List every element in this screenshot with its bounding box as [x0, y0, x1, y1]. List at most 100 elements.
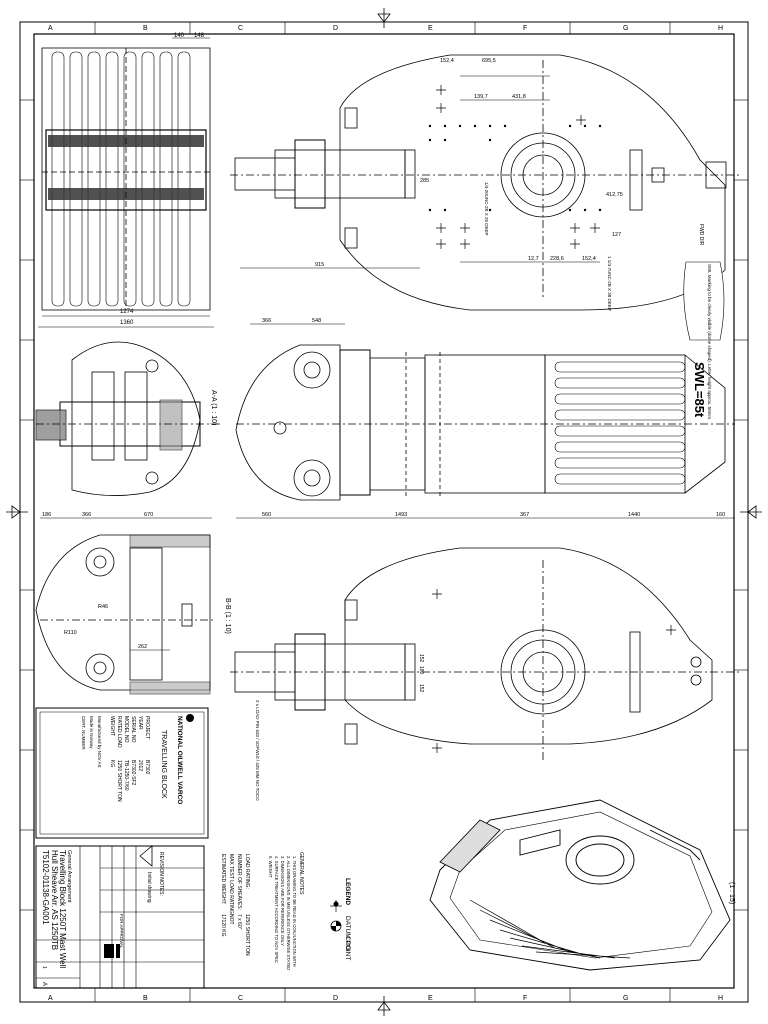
holes-note: 1 1/4-7UNC-2B X 38 DEEP	[607, 256, 612, 311]
warning-triangle-icon	[139, 845, 153, 867]
dim-915: 915	[315, 262, 324, 268]
title-line-3: Hull Sheave Arr. AS 1250TB	[50, 850, 59, 950]
grid-col-b: B	[143, 25, 148, 32]
dim-1360: 1360	[120, 320, 134, 326]
dim-152-4-a: 152,4	[440, 58, 454, 64]
body-dim-lines	[236, 323, 735, 519]
grid-col-c: C	[238, 25, 243, 32]
grid-col-g-bottom: G	[623, 995, 628, 1002]
dim-127: 127	[612, 232, 621, 238]
dim-1274: 1274	[120, 309, 134, 315]
grid-col-b-bottom: B	[143, 995, 148, 1002]
grid-col-h: H	[718, 25, 723, 32]
max-load-label: MAX TEST LOAD RATING:	[228, 854, 234, 915]
dim-560: 560	[262, 512, 271, 518]
grid-col-a: A	[48, 25, 53, 32]
grid-col-h-bottom: H	[718, 995, 723, 1002]
title-line-2: Travelling Block 1250T Mast Well	[58, 850, 67, 968]
load-pin-note: 2 x LOAD PIN 633 / 1DFW10 / 425 MM NO TO…	[255, 700, 260, 801]
hole-markers-upper	[436, 85, 600, 249]
dim-367: 367	[520, 512, 529, 518]
max-load-value: NOT	[228, 914, 234, 925]
dim-548: 548	[312, 318, 321, 324]
legend-cog: COG	[344, 936, 351, 951]
np-value-4: 1250 SHORT TON	[116, 760, 122, 802]
dim-228-6: 228,6	[550, 256, 564, 262]
revision-notes: REVISION NOTES: Initial drawing	[139, 845, 164, 903]
nov-logo-icon	[186, 714, 194, 722]
dim-152-4-b: 152,4	[582, 256, 596, 262]
dim-139-7: 139,7	[474, 94, 488, 100]
isometric-view	[429, 799, 731, 971]
revision-notes-text: Initial drawing	[146, 872, 152, 903]
np-label-2: SERIAL NO	[130, 716, 136, 743]
dim-152-b: 152	[418, 684, 424, 693]
centering-marks	[6, 8, 762, 1016]
np-cert: CERT. NUMBER	[81, 716, 86, 750]
dim-1493: 1493	[395, 512, 407, 518]
grid-col-e-bottom: E	[428, 995, 433, 1002]
grid-columns-top: A B C D E F G H	[48, 25, 723, 32]
nameplate-product: TRAVELLING BLOCK	[160, 730, 167, 799]
company-logo-block	[104, 944, 120, 958]
drawing-revision: A	[41, 982, 47, 986]
general-note-3: 3. DIMENSIONS ARE FOR REFERENCE ONLY	[280, 856, 285, 946]
side-view-upper-dims: 152,4 695,5 139,7 431,8 915 285 12,7 228…	[315, 58, 623, 268]
title-line-1: General Arrangement	[66, 850, 72, 903]
np-maker: Manufactured by NOV AS	[97, 716, 102, 768]
grid-columns-bottom: A B C D E F G H	[48, 995, 723, 1002]
load-rating-label: LOAD RATING:	[244, 854, 250, 889]
np-value-1: 2012	[137, 760, 143, 771]
np-label-4: RATED LOAD	[116, 716, 122, 748]
side-view-upper-notes: 1 1/4-7UNC-2B X 38 DEEP 1/4-20UNC-2B X 2…	[484, 182, 612, 311]
revision-notes-title: REVISION NOTES:	[158, 852, 164, 896]
dim-140: 140	[174, 33, 185, 39]
legend: LEGEND DATUM POINT COG	[330, 878, 351, 960]
top-view-dims: 1274 1360 140 148	[120, 33, 205, 326]
load-rating-value: 1250 SHORT TON	[244, 914, 250, 956]
datum-dot-icon	[333, 901, 339, 907]
np-label-5: WEIGHT	[109, 716, 115, 736]
sheaves-value: 7 x 60"	[236, 914, 242, 930]
np-label-3: MODEL NO	[123, 716, 129, 743]
grid-col-g: G	[623, 25, 628, 32]
section-bb-label: B-B (1 : 10)	[224, 598, 231, 634]
np-value-0: B7302	[144, 760, 150, 775]
swl-marking-note: SWL Marking to be clearly visible (dome …	[683, 261, 725, 420]
np-value-3: TB-1250-7/60	[123, 760, 129, 791]
dim-431-8: 431,8	[512, 94, 526, 100]
body-dims: 366 548 560 1493 367 1440 160	[262, 318, 725, 518]
section-bb-dims: 152 180 152	[418, 654, 424, 693]
dim-180: 180	[418, 666, 424, 675]
np-value-5: KG	[109, 760, 115, 767]
load-ratings: LOAD RATING: 1250 SHORT TON NUMBER OF SH…	[220, 854, 250, 956]
grid-col-a-bottom: A	[48, 995, 53, 1002]
iso-scale: (1 : 15)	[728, 882, 735, 904]
section-aa-label: A-A (1 : 10)	[210, 390, 217, 425]
drawing-number: T5102-01138-GA001	[41, 850, 50, 925]
side-view-teardrop-lower	[230, 547, 740, 760]
title-block-text: General Arrangement Travelling Block 125…	[41, 850, 124, 986]
dim-262: 262	[138, 644, 147, 650]
section-b-dims: R46 R110 262	[64, 604, 147, 650]
hole-markers-lower	[432, 589, 676, 753]
dim-670: 670	[144, 512, 153, 518]
side-view-teardrop-upper	[230, 54, 740, 311]
dim-1440: 1440	[628, 512, 640, 518]
swl-label: SWL=85t	[692, 362, 707, 418]
dim-160: 160	[716, 512, 725, 518]
swl-note-text: SWL Marking to be clearly visible (dome …	[707, 264, 712, 420]
section-a-view	[35, 341, 220, 519]
thread-note: 1/4-20UNC-2B X 25 DEEP	[484, 182, 489, 236]
title-block	[35, 845, 205, 989]
dim-r46: R46	[98, 604, 108, 610]
np-value-2: B7302-SF2	[130, 760, 136, 786]
dim-695-5: 695,5	[482, 58, 496, 64]
sheet-number: 1	[41, 966, 47, 969]
grid-col-d: D	[333, 25, 338, 32]
np-label-1: YEAR	[137, 716, 143, 730]
dim-148: 148	[194, 33, 205, 39]
dim-412-75: 412,75	[606, 192, 623, 198]
top-view-sheave-stack	[38, 37, 214, 328]
grid-col-f-bottom: F	[523, 995, 527, 1002]
